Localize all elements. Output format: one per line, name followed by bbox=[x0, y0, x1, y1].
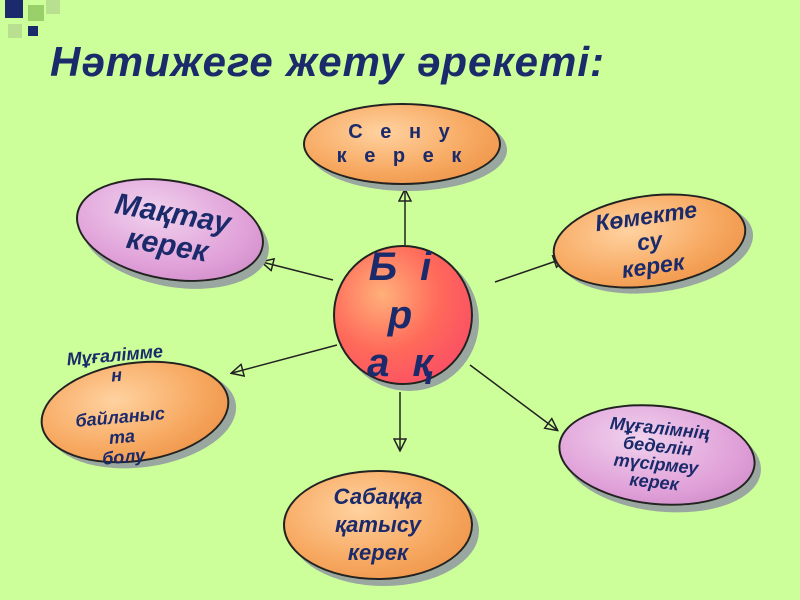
node-lower-left-line-2: н bbox=[110, 364, 123, 386]
node-lower-left-line-5: болу bbox=[101, 444, 147, 469]
node-bottom: Сабаққа қатысу керек bbox=[283, 470, 473, 580]
arrow-to-upper-right bbox=[494, 258, 565, 283]
arrow-to-lower-right bbox=[469, 364, 557, 430]
node-top-line-1: С е н у bbox=[348, 121, 456, 143]
arrow-to-upper-left bbox=[262, 262, 334, 281]
corner-decoration bbox=[0, 0, 70, 55]
node-bottom-line-1: Сабаққа bbox=[333, 484, 423, 509]
center-node: Б і р а қ bbox=[333, 245, 473, 385]
node-top-line-2: к е р е к bbox=[336, 145, 468, 167]
node-top: С е н у к е р е к bbox=[303, 103, 501, 185]
arrow-to-lower-left bbox=[232, 344, 338, 373]
node-lower-left-label: Мұғалімме н байланыс та болу bbox=[39, 339, 201, 492]
center-line-2: а қ bbox=[367, 341, 439, 385]
page-title: Нәтижеге жету әрекеті: bbox=[50, 38, 605, 85]
node-lower-left-line-4: та bbox=[108, 425, 136, 449]
node-bottom-line-3: керек bbox=[347, 540, 409, 565]
center-line-1: Б і р bbox=[368, 245, 438, 337]
node-bottom-line-2: қатысу bbox=[335, 512, 421, 537]
